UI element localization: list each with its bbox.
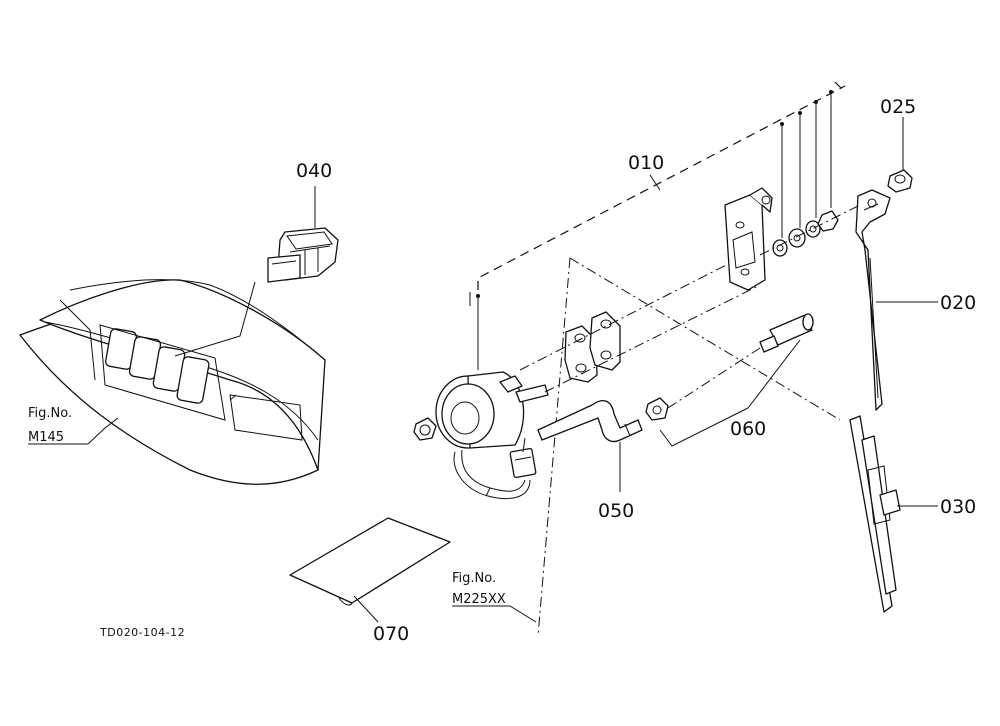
fig-ref-m225-line1: Fig.No. <box>452 571 496 586</box>
part-070-sheet <box>289 517 451 623</box>
label-030: 030 <box>940 496 976 518</box>
label-040: 040 <box>296 160 332 182</box>
part-010-wiper-motor-assembly <box>413 81 861 637</box>
fig-ref-m145-line2: M145 <box>28 430 64 445</box>
part-050-hose <box>537 400 643 492</box>
drawing-code: TD020-104-12 <box>99 626 185 639</box>
fig-ref-m225-line2: M225XX <box>452 592 506 607</box>
fig-ref-m145-line1: Fig.No. <box>28 406 72 421</box>
label-010: 010 <box>628 152 664 174</box>
label-025: 025 <box>880 96 916 118</box>
label-060: 060 <box>730 418 766 440</box>
part-060-nozzle <box>645 313 814 447</box>
label-070: 070 <box>373 623 409 645</box>
label-020: 020 <box>940 292 976 314</box>
part-025-cap <box>887 117 913 193</box>
label-050: 050 <box>598 500 634 522</box>
dashboard-panel-drawing <box>19 279 326 485</box>
part-030-wiper-blade <box>849 415 938 613</box>
part-020-wiper-arm <box>855 189 938 411</box>
part-040-switch <box>174 186 339 357</box>
